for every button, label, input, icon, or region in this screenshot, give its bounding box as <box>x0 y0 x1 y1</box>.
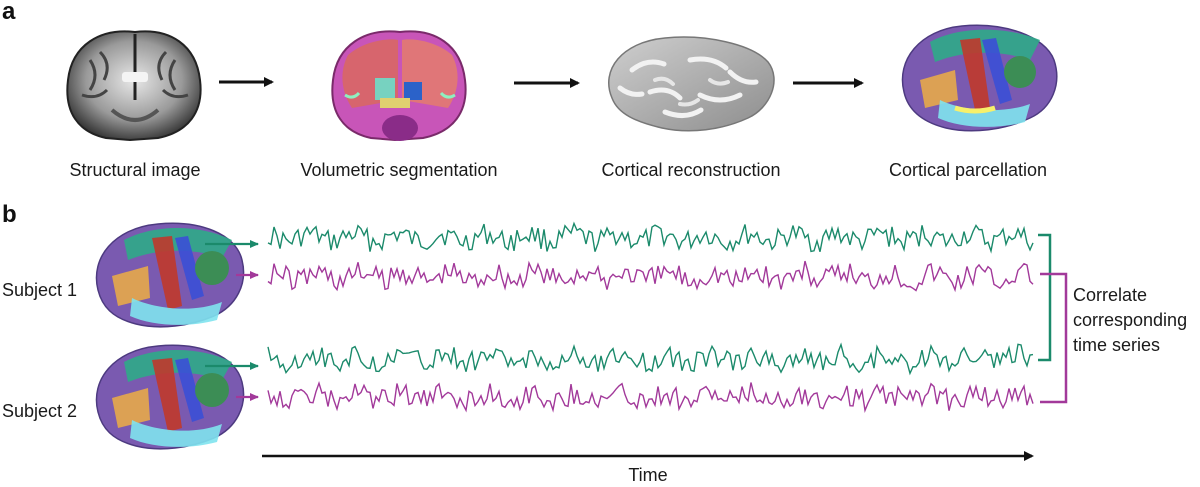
subject-1-label: Subject 1 <box>2 280 78 300</box>
inflated-cortex-icon <box>608 36 775 132</box>
panel-a-letter: a <box>2 0 16 25</box>
time-axis-label: Time <box>628 465 668 485</box>
parcellated-cortex-icon <box>901 24 1058 132</box>
teal-correlation-bracket <box>1038 233 1052 362</box>
panel-b-letter: b <box>2 201 17 228</box>
step-label-volumetric-segmentation: Volumetric segmentation <box>300 160 498 180</box>
structural-mri-slice-icon <box>66 30 202 142</box>
subject-2-teal-time-series <box>267 342 1034 376</box>
step-label-cortical-parcellation: Cortical parcellation <box>888 160 1048 180</box>
step-label-cortical-reconstruction: Cortical reconstruction <box>601 160 781 180</box>
correlate-time-series-label: Correlate corresponding time series <box>1073 285 1188 355</box>
magenta-correlation-bracket <box>1040 272 1068 404</box>
subject-1-parcellated-cortex-icon <box>95 222 245 328</box>
segmented-mri-slice-icon <box>331 30 467 142</box>
subject-2-magenta-time-series <box>267 380 1034 414</box>
subject-2-parcellated-cortex-icon <box>95 344 245 450</box>
step-label-structural-image: Structural image <box>69 160 201 180</box>
subject-1-teal-time-series <box>267 221 1034 254</box>
subject-2-label: Subject 2 <box>2 401 78 421</box>
subject-1-magenta-time-series <box>267 260 1034 293</box>
